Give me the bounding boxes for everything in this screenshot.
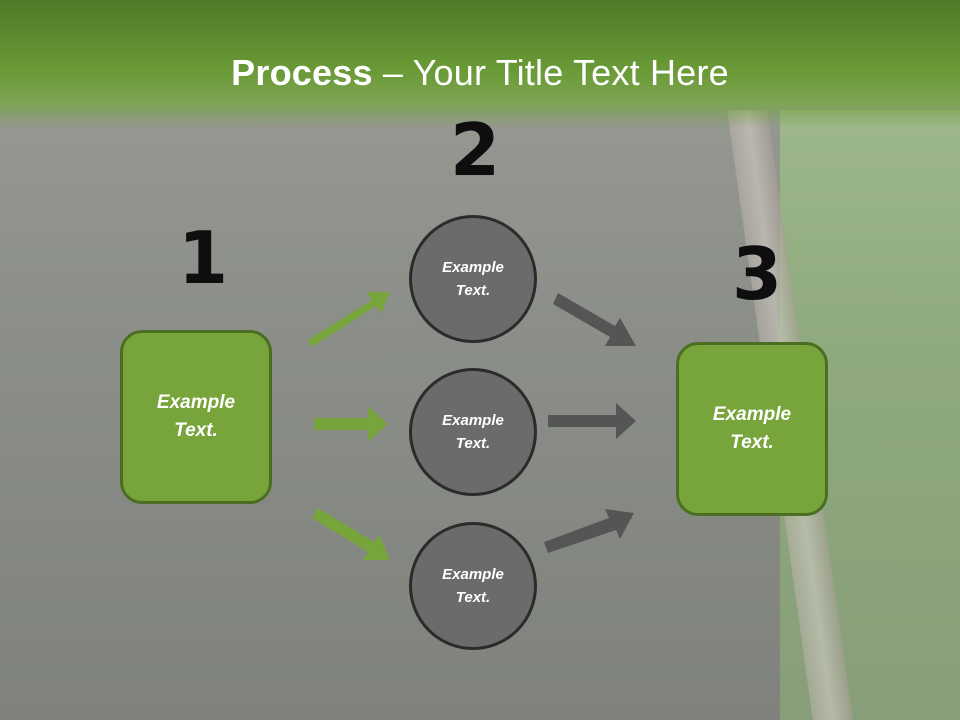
title-rest: – Your Title Text Here (372, 52, 729, 93)
arrow-to-middle-circle (314, 406, 388, 442)
arrow-from-middle-circle (548, 403, 636, 439)
arrow-to-top-circle (308, 292, 390, 347)
process-box-start-label: Example Text. (156, 391, 236, 442)
process-box-end-label: Example Text. (712, 403, 792, 454)
process-circle-top-label: Example Text. (442, 258, 504, 299)
process-circle-middle: Example Text. (409, 368, 537, 496)
process-box-end: Example Text. (676, 342, 828, 516)
slide-title: Process – Your Title Text Here (0, 52, 960, 94)
green-arrows (308, 292, 390, 560)
process-box-start: Example Text. (120, 330, 272, 504)
step-number-2: 2 (450, 108, 501, 192)
title-banner (0, 0, 960, 128)
step-number-1: 1 (178, 216, 229, 300)
arrow-to-bottom-circle (312, 508, 390, 560)
arrow-from-bottom-circle (544, 509, 634, 553)
process-circle-top: Example Text. (409, 215, 537, 343)
title-bold: Process (231, 52, 373, 93)
process-circle-bottom: Example Text. (409, 522, 537, 650)
step-number-3: 3 (732, 232, 783, 316)
arrow-from-top-circle (553, 293, 636, 346)
gray-arrows (544, 293, 636, 553)
process-circle-middle-label: Example Text. (442, 411, 504, 452)
process-circle-bottom-label: Example Text. (442, 565, 504, 606)
